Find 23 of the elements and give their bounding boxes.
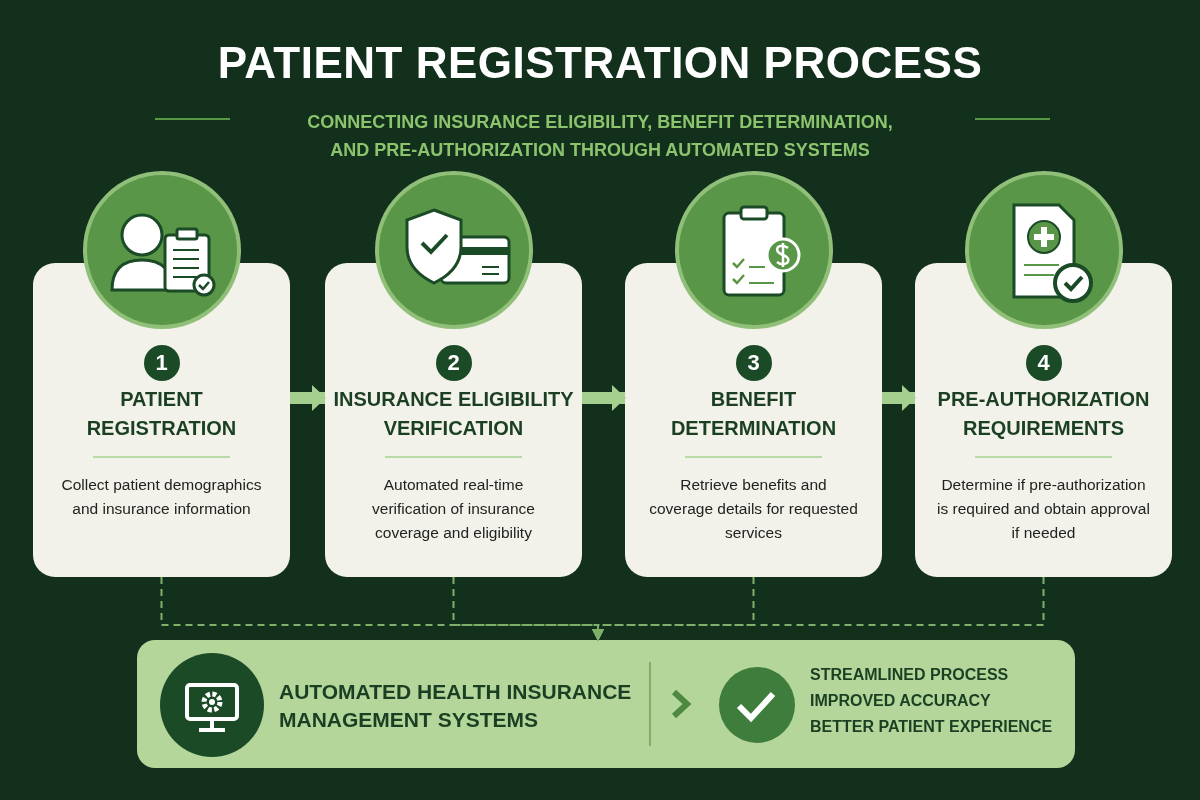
step-number: 4 [1025, 345, 1062, 381]
benefit-item: BETTER PATIENT EXPERIENCE [810, 718, 1053, 736]
step-number: 3 [735, 345, 772, 381]
benefit-item: STREAMLINED PROCESS [810, 666, 1009, 684]
dashed-connector [592, 576, 1045, 641]
step-title: INSURANCE ELIGIBILITY VERIFICATION [332, 387, 575, 441]
step-title: PATIENT REGISTRATION [85, 387, 238, 441]
step-number: 2 [435, 345, 472, 381]
benefit-item: IMPROVED ACCURACY [810, 692, 991, 710]
arrow [582, 385, 626, 411]
step-title: PRE-AUTHORIZATION REQUIREMENTS [936, 387, 1151, 441]
subtitle: CONNECTING INSURANCE ELIGIBILITY, BENEFIT DETERMINATION, AND PRE-AUTHORIZATION THROUGH AUTOMATED SYSTEMS [306, 111, 894, 162]
title-heading: PATIENT REGISTRATION PROCESS [216, 38, 984, 88]
system-name: AUTOMATED HEALTH INSURANCE MANAGEMENT SYSTEMS [279, 679, 633, 733]
step-number: 1 [143, 345, 180, 381]
step-description: Collect patient demographics and insurance information [60, 475, 263, 519]
arrow [882, 385, 916, 411]
summary-panel [137, 640, 1075, 768]
step-title: BENEFIT DETERMINATION [669, 387, 838, 441]
arrow [290, 385, 326, 411]
step-description: Determine if pre-authorization is required and obtain approval if needed [937, 475, 1150, 543]
step-description: Automated real-time verification of insurance coverage and eligibility [371, 475, 536, 543]
step-description: Retrieve benefits and coverage details for requested services [648, 475, 859, 543]
